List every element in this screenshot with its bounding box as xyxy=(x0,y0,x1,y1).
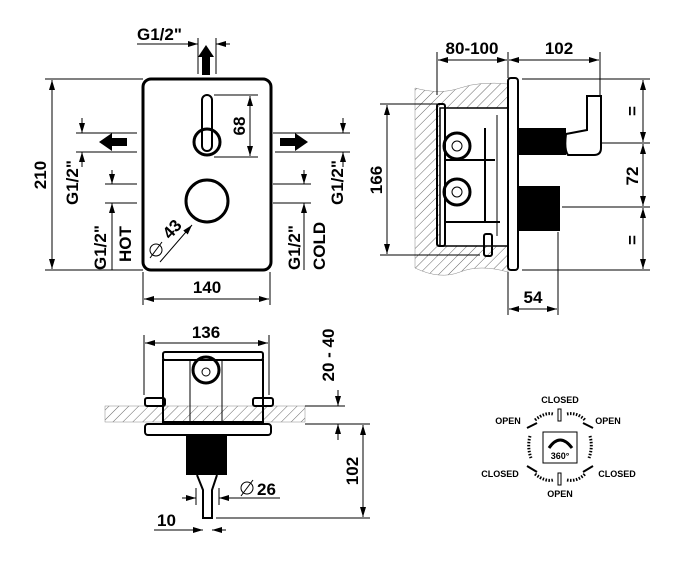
rotation-arrow-icon xyxy=(547,438,574,449)
side-plate xyxy=(507,77,519,271)
top-outlet-label: G1/2" xyxy=(137,25,182,44)
thermostat-knob xyxy=(184,178,230,224)
height-label: 210 xyxy=(31,161,50,189)
left-outlet-label: G1/2" xyxy=(63,160,82,205)
knob-cylinder xyxy=(518,186,560,231)
dial-bottom-left-label: CLOSED xyxy=(481,469,519,479)
dial-bottom-right-label: CLOSED xyxy=(598,469,636,479)
lever-handle xyxy=(564,95,602,156)
hot-label: HOT xyxy=(116,226,135,263)
side-view: 80-100 102 166 = 72 = 54 xyxy=(367,39,650,315)
dial-top-right-label: OPEN xyxy=(595,416,621,426)
bottom-projection-label: 102 xyxy=(343,457,362,485)
outlet-arrow-right-icon xyxy=(280,138,295,146)
lever-height-label: 68 xyxy=(230,117,249,136)
equal-bottom-label: = xyxy=(623,235,642,245)
outlet-arrow-left-icon xyxy=(112,138,127,146)
dial-top-left-label: OPEN xyxy=(495,416,521,426)
dial-bottom-label: OPEN xyxy=(547,489,573,499)
body-height-label: 166 xyxy=(367,166,386,194)
lever-shaft xyxy=(518,128,566,155)
cold-inlet-size-label: G1/2" xyxy=(285,225,304,270)
front-view: G1/2" 210 140 68 43 G1/2" G1/2" HOT G1/2… xyxy=(31,25,350,305)
body-width-label: 136 xyxy=(192,323,220,342)
bottom-plate xyxy=(144,423,272,436)
rotation-dial: 360° CLOSED OPEN OPEN CLOSED CLOSED OPEN xyxy=(481,395,636,499)
bottom-knob-diameter-label: 26 xyxy=(257,480,276,499)
lever xyxy=(201,94,213,152)
cover-plate xyxy=(141,77,273,272)
stem-width-label: 10 xyxy=(157,511,176,530)
side-projection-label: 102 xyxy=(545,39,573,58)
rotation-label: 360° xyxy=(551,451,570,461)
valve-body xyxy=(439,107,509,247)
equal-top-label: = xyxy=(623,106,642,116)
wall-range-label: 20 - 40 xyxy=(319,329,338,382)
knob-projection-label: 54 xyxy=(524,288,543,307)
dial-square xyxy=(542,431,578,464)
outlet-arrow-up-icon xyxy=(202,55,210,75)
width-label: 140 xyxy=(193,278,221,297)
dial-top-label: CLOSED xyxy=(541,395,579,405)
bottom-view: 136 20 - 40 102 26 10 xyxy=(104,323,370,533)
lever-ring xyxy=(192,127,222,157)
bottom-knob xyxy=(186,435,227,475)
fitting-top xyxy=(442,131,472,161)
center-distance-label: 72 xyxy=(623,167,642,186)
bottom-stem xyxy=(196,474,218,519)
knob-diameter-label: 43 xyxy=(159,216,186,243)
hot-inlet-size-label: G1/2" xyxy=(91,225,110,270)
right-outlet-label: G1/2" xyxy=(328,160,347,205)
wall-depth-label: 80-100 xyxy=(446,39,499,58)
fitting-bottom xyxy=(442,177,472,207)
cold-label: COLD xyxy=(310,222,329,270)
wall-band xyxy=(104,405,306,423)
